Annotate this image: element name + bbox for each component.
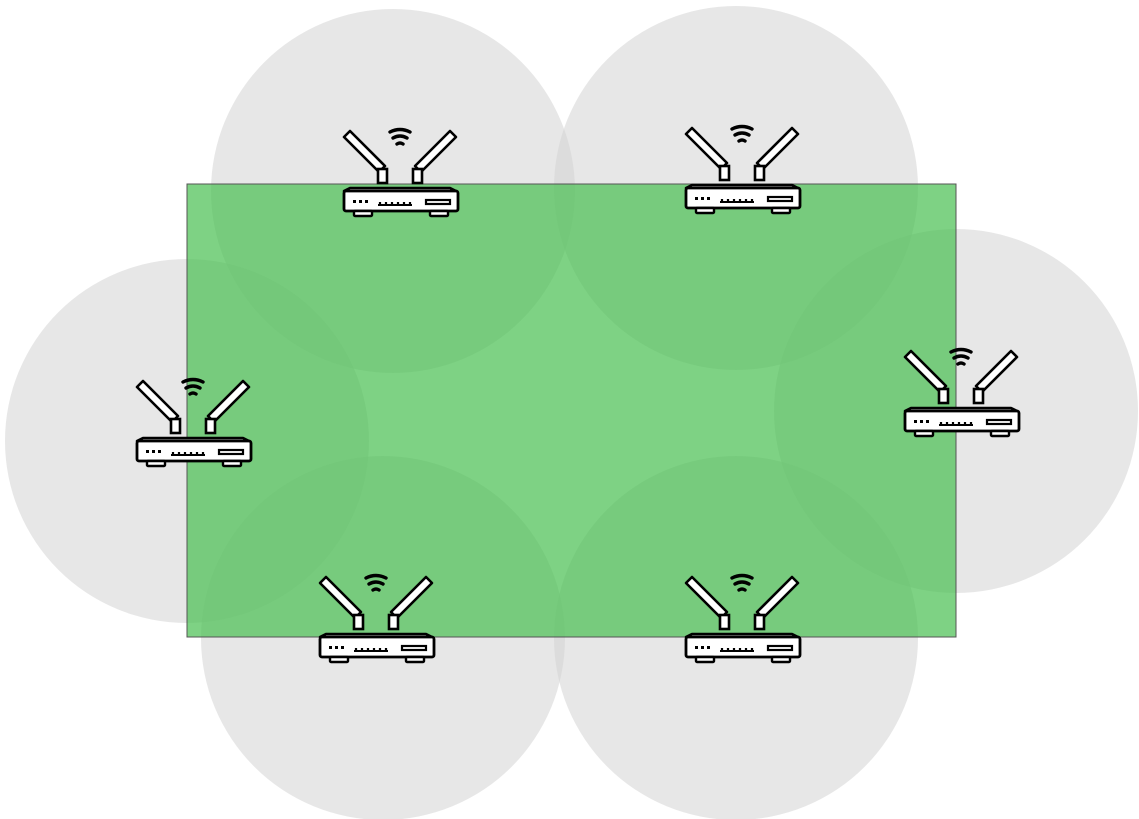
coverage-area (186, 183, 957, 638)
